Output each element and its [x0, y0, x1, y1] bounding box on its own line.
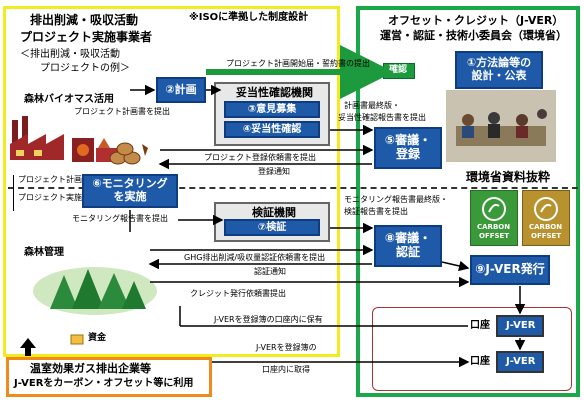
step6-line1: ⑥モニタリング: [92, 177, 168, 191]
example-forest-biomass: 森林バイオマス活用: [24, 94, 114, 105]
account2-jver: J-VER: [506, 356, 536, 367]
step7-verify-box: ⑦検証: [224, 219, 320, 236]
label-plan-submit: プロジェクト計画書を提出: [74, 107, 170, 116]
label-monitoring-report-submit: モニタリング報告書を提出: [72, 214, 168, 223]
verification-body-label: 検証機関: [252, 206, 296, 219]
left-title-line2: プロジェクト実施事業者: [20, 30, 153, 44]
account1-box: [496, 315, 544, 337]
bottom-left-line2: J-VERをカーボン・オフセット等に利用: [14, 378, 194, 389]
example-forest-management: 森林管理: [24, 247, 64, 258]
step1-line1: ①方法論等の: [466, 56, 532, 70]
right-title-line2: 運営・認証・技術小委員会（環境省）: [380, 29, 567, 42]
label-verification-report: 検証報告書を提出: [344, 207, 408, 216]
label-credit-request: クレジット発行依頼書提出: [190, 289, 286, 298]
meeting-photo: [446, 90, 556, 162]
step6-monitoring-box: ⑥モニタリング を実施: [82, 174, 178, 208]
source-badge: 環境省資料抜粋: [466, 170, 551, 184]
step6-line2: を実施: [113, 190, 147, 203]
label-monitoring-final: モニタリング報告書最終版・: [344, 195, 448, 204]
forest-illustration: [33, 267, 157, 315]
label-validation-report: 妥当性確認報告書を提出: [338, 113, 426, 122]
step5-line2: 登録: [395, 147, 420, 161]
account-group-frame: [372, 307, 572, 391]
logo1-text-line2: OFFSET: [479, 232, 510, 240]
step8-line2: 認証: [395, 245, 420, 259]
logo1-text-line1: CARBON: [477, 223, 511, 231]
phase-separator-line: [8, 187, 578, 189]
step9-label: ⑨J-VER発行: [475, 262, 545, 277]
logo2-text-line1: CARBON: [529, 223, 563, 231]
biomass-boiler-illustration: [72, 138, 118, 162]
account1-jver: J-VER: [506, 320, 536, 331]
right-title-line1: オフセット・クレジット（J-VER）: [388, 14, 564, 27]
account1-label: 口座: [470, 320, 490, 331]
money-icon: [70, 334, 84, 345]
co2-leaf-icon: [482, 197, 506, 221]
step4-label: ④妥当性確認: [242, 123, 302, 135]
account2-box: [496, 351, 544, 373]
co2-leaf-icon: [534, 197, 558, 221]
left-title-line1: 排出削減・吸収活動: [30, 13, 139, 27]
arrow-funding: [20, 338, 36, 356]
step3-label: ③意見募集: [247, 103, 297, 115]
step3-comment-box: ③意見募集: [224, 101, 320, 118]
label-funding: 資金: [88, 333, 107, 343]
label-project-plan: プロジェクト計画: [18, 175, 82, 184]
label-cert-notice: 認証通知: [254, 267, 286, 276]
step8-review-certify-box: ⑧審議・ 認証: [374, 225, 442, 267]
carbon-offset-logo-2: [522, 190, 570, 246]
jver-committee-frame: [356, 6, 580, 397]
label-acquire-line2: 口座内に取得: [262, 365, 310, 374]
step8-line1: ⑧審議・: [384, 231, 432, 246]
logo2-text-line2: OFFSET: [531, 232, 562, 240]
label-acquire-line1: J-VERを登録簿の: [256, 343, 317, 352]
arrow-8-to-9: [441, 260, 470, 272]
label-hold-in-registry: J-VERを登録簿の口座内に保有: [214, 315, 323, 324]
label-plan-start-notice: プロジェクト計画開始届・誓約書の提出: [226, 59, 370, 68]
step1-line2: 設計・公表: [471, 69, 527, 82]
project-operator-frame: [3, 6, 340, 357]
confirm-label: 確認: [389, 65, 408, 75]
left-subtitle-line2: プロジェクトの例＞: [40, 63, 130, 74]
factory-illustration: [10, 116, 64, 160]
step2-label: ②計画: [165, 82, 197, 96]
label-registration-request: プロジェクト登録依頼書を提出: [204, 153, 316, 162]
log-pile-illustration: [109, 142, 148, 165]
step9-jver-issue-box: ⑨J-VER発行: [470, 255, 550, 285]
step5-line1: ⑤審議・: [384, 133, 432, 148]
step4-validation-box: ④妥当性確認: [224, 121, 320, 138]
label-registration-notice: 登録通知: [258, 167, 290, 176]
carbon-offset-logo-1: [470, 190, 518, 246]
account2-label: 口座: [470, 356, 490, 367]
step7-label: ⑦検証: [257, 221, 287, 233]
step5-review-register-box: ⑤審議・ 登録: [374, 127, 442, 169]
phase-arrow-vertical: [13, 175, 15, 211]
bottom-left-line1: 温室効果ガス排出企業等: [30, 362, 151, 375]
label-project-implement: プロジェクト実施: [18, 193, 82, 202]
header-note: ※ISOに準拠した制度設計: [189, 12, 309, 23]
label-plan-final: 計画書最終版・: [344, 101, 400, 110]
step1-methodology-box: ①方法論等の 設計・公表: [455, 51, 543, 89]
validation-body-label: 妥当性確認機関: [236, 86, 313, 99]
left-subtitle-line1: ＜排出削減・吸収活動: [20, 49, 120, 60]
label-ghg-request: GHG排出削減/吸収量認証依頼書を提出: [184, 253, 326, 262]
step2-plan-box: ②計画: [156, 77, 206, 103]
emitter-company-box: [6, 357, 212, 397]
